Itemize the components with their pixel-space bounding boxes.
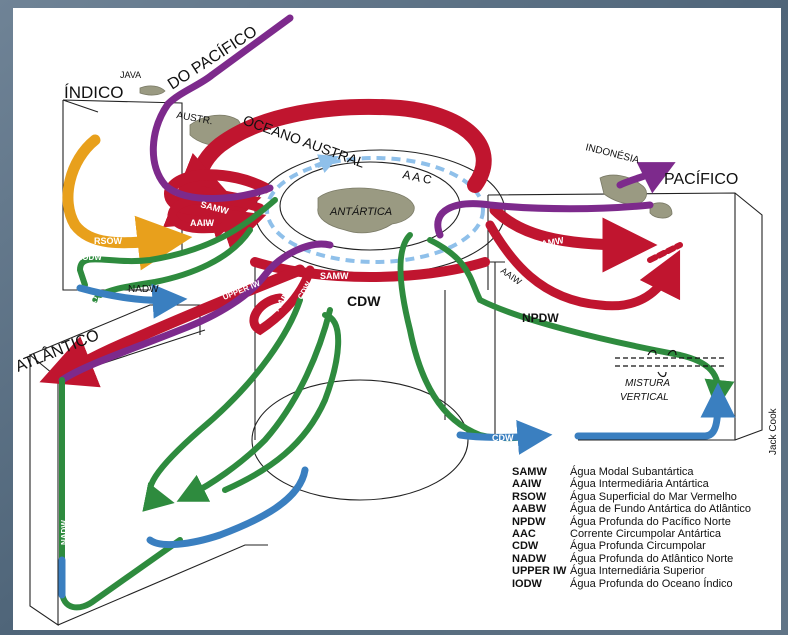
legend-abbr: IODW (512, 577, 542, 590)
samw-dashed (647, 242, 683, 263)
legend-abbr: RSOW (512, 490, 547, 503)
legend-abbr: NPDW (512, 515, 546, 528)
legend-abbr: AAIW (512, 478, 542, 491)
legend-desc: Corrente Circumpolar Antártica (570, 527, 722, 540)
pacific-box (487, 192, 763, 441)
blue-currents (58, 283, 736, 599)
cdw-left-current (76, 283, 188, 319)
cdw-column-label: CDW (347, 293, 381, 309)
legend-desc: Água Profunda Circumpolar (570, 540, 706, 553)
mixing-curls (647, 349, 677, 378)
nadw-wall-label: NADW (60, 520, 69, 545)
place-java-label: JAVA (120, 70, 141, 80)
legend-row: CDW Água Profunda Circumpolar (512, 540, 782, 552)
place-antartica-label: ANTÁRTICA (329, 205, 392, 218)
legend-desc: Água Intermediária Antártica (570, 478, 709, 491)
legend-row: AABW Água de Fundo Antártica do Atlântico (512, 503, 782, 515)
legend-abbr: CDW (512, 540, 539, 553)
npdw-label: NPDW (522, 311, 559, 325)
legend-row: SAMW Água Modal Subantártica (512, 466, 782, 478)
legend-desc: Água Profunda do Oceano Índico (570, 577, 733, 590)
legend-row: NPDW Água Profunda do Pacífico Norte (512, 516, 782, 528)
upper-iw-atlantic (39, 264, 306, 388)
pacific-to-indian (164, 14, 294, 108)
mixing-dashes (615, 357, 725, 367)
rsow-current (62, 134, 193, 271)
cdw-column (176, 307, 333, 502)
ocean-indico-label: ÍNDICO (64, 83, 124, 102)
legend-abbr: AAC (512, 527, 536, 540)
aaiw-left-label: AAIW (190, 218, 214, 228)
cdw-bottom-current (456, 419, 553, 455)
iodw-label: IODW (80, 253, 102, 262)
legend-desc: Água Profunda do Pacífico Norte (570, 515, 731, 528)
antarctic-column-base (251, 379, 469, 501)
legend-desc: Água Internediária Superior (570, 565, 705, 578)
purple-currents (58, 14, 676, 384)
samw-right-label: SAMW (535, 235, 565, 250)
antarctic-column-sides (254, 262, 496, 440)
cdw-center-label: CDW (296, 280, 314, 301)
cdw-bottom-label: CDW (492, 433, 514, 443)
legend-abbr: NADW (512, 552, 547, 565)
legend-desc: Água Superficial do Mar Vermelho (570, 490, 737, 503)
ocean-pacifico-top-label: DO PACÍFICO (164, 21, 261, 93)
vertical-mixing (615, 349, 725, 378)
nadw-top-label: NADW (128, 284, 159, 295)
cdw-left-label: CDW (90, 294, 114, 308)
iodw-current (76, 197, 278, 288)
samw-ring-flow (250, 257, 490, 282)
pacific-purple (434, 200, 654, 239)
samw-ring-label: SAMW (320, 271, 349, 281)
aac-label: A A C (401, 167, 433, 187)
nadw-atl-label: NADW (165, 398, 189, 423)
legend-abbr: SAMW (512, 466, 547, 478)
indonesia-arrow (616, 162, 676, 194)
legend-row: AAIW Água Intermediária Antártica (512, 478, 782, 490)
legend-desc: Água de Fundo Antártica do Atlântico (570, 503, 752, 516)
cdw-column-arrow-label: CDW (290, 339, 307, 360)
cdw-pacific-return (574, 382, 736, 440)
rsow-label: RSOW (94, 236, 123, 246)
aaiw-pacific (485, 220, 681, 311)
upper-iw-atl-label: UPPER IW (101, 366, 146, 392)
antarctica-land (317, 187, 415, 234)
legend-abbr: AABW (512, 503, 547, 516)
legend-row: IODW Água Profunda do Oceano Índico (512, 578, 782, 590)
green-inner-loop (222, 312, 342, 493)
nadw-atlantic-wall (59, 377, 183, 611)
upper-iw-purple (58, 240, 334, 384)
aabw-current (146, 466, 309, 548)
legend-desc: Água Modal Subantártica (570, 466, 694, 478)
atlantic-box-edges (57, 329, 268, 626)
mistura-label-2: VERTICAL (620, 392, 669, 403)
legend-abbr: UPPER IW (512, 565, 567, 578)
credit-label: Jack Cook (768, 407, 779, 455)
legend-desc: Água Profunda do Atlântico Norte (570, 552, 734, 565)
java-land (139, 85, 166, 96)
atlantic-box-front (29, 353, 59, 627)
mistura-label-1: MISTURA (625, 378, 670, 389)
samw-pacific (489, 204, 658, 273)
place-indonesia-label: INDONÉSIA (584, 140, 641, 166)
nadw-atlantic (142, 297, 303, 512)
pacific-box-left (487, 195, 505, 290)
legend-row: NADW Água Profunda do Atlântico Norte (512, 553, 782, 565)
legend-row: AAC Corrente Circumpolar Antártica (512, 528, 782, 540)
ocean-pacifico-label: PACÍFICO (664, 169, 738, 188)
aaiw-center-loop (249, 265, 315, 336)
npdw-current (427, 237, 735, 410)
legend-row: RSOW Água Superficial do Mar Vermelho (512, 491, 782, 503)
aac-arrow (314, 154, 340, 173)
ocean-austral-label: OCEANO AUSTRAL (241, 112, 367, 171)
indian-loop (149, 100, 274, 202)
